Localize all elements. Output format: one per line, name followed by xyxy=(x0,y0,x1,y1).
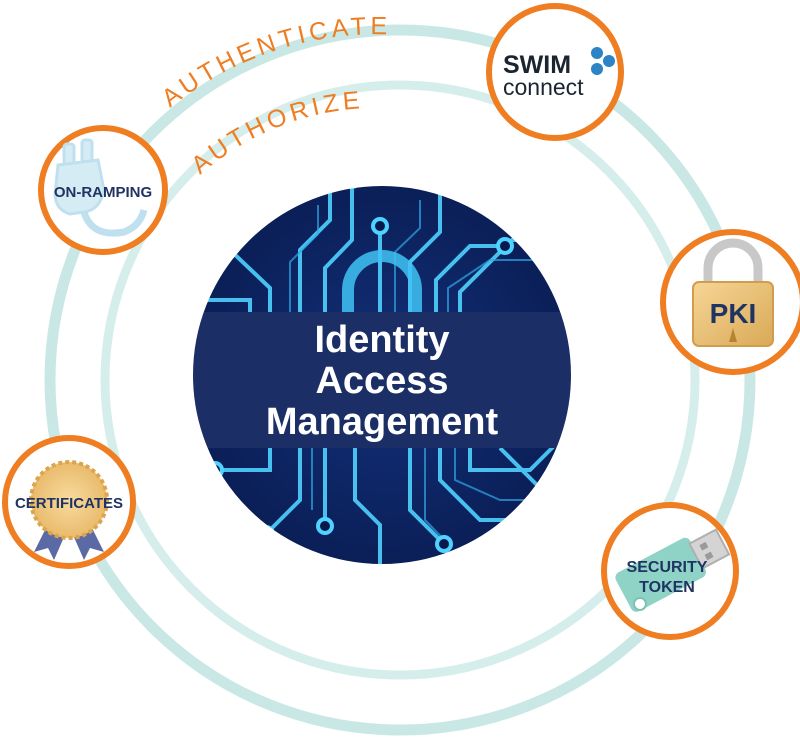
pki-node[interactable]: PKI xyxy=(660,229,800,375)
center-title-line-3: Management xyxy=(266,401,499,443)
security-token-label-line-1: SECURITY xyxy=(627,559,708,576)
pki-label: PKI xyxy=(710,298,757,329)
certificates-node[interactable]: CERTIFICATES xyxy=(2,435,136,569)
plug-icon xyxy=(53,138,148,237)
security-token-node[interactable]: SECURITY TOKEN xyxy=(601,502,739,640)
security-token-label-line-2: TOKEN xyxy=(639,579,695,596)
inner-orbit-ring xyxy=(100,80,700,680)
usb-token-icon xyxy=(615,528,731,612)
center-title-line-1: Identity xyxy=(314,319,449,361)
swim-connect-node[interactable]: SWIM connect xyxy=(486,3,624,141)
authorize-arc-label: AUTHORIZE xyxy=(186,86,365,180)
on-ramping-label: ON-RAMPING xyxy=(54,184,152,201)
outer-orbit-ring xyxy=(44,24,756,736)
center-circle-border xyxy=(191,184,573,566)
dots-logo-icon xyxy=(591,47,615,75)
center-circuit-image xyxy=(192,185,572,565)
center-title-line-2: Access xyxy=(315,360,448,402)
padlock-icon xyxy=(692,238,774,347)
certificates-label: CERTIFICATES xyxy=(15,495,123,512)
connect-word: connect xyxy=(503,74,584,100)
on-ramping-node[interactable]: ON-RAMPING xyxy=(38,125,168,255)
swim-word: SWIM xyxy=(503,51,571,79)
award-ribbon-icon xyxy=(29,460,109,560)
